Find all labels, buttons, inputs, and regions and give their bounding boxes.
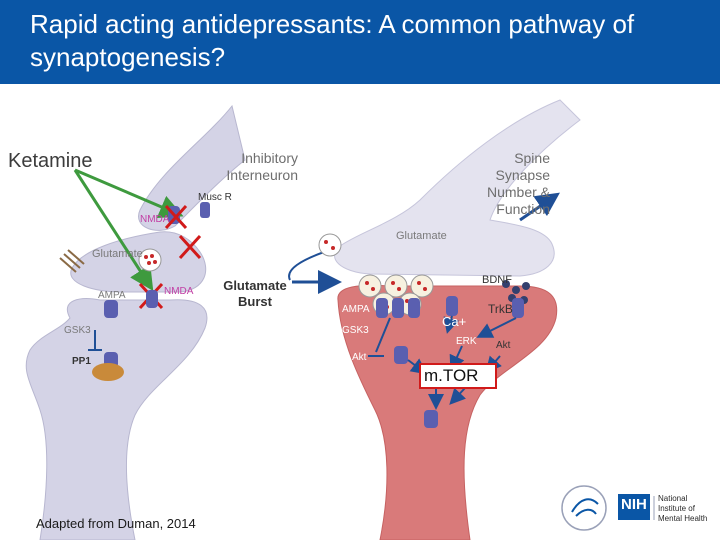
left-presynaptic-terminal	[70, 231, 207, 293]
spine-synapse-label: Spine Synapse Number & Function	[486, 150, 550, 217]
nih-logo	[561, 485, 655, 531]
nmda-receptor-right	[446, 296, 458, 316]
trkb-label: TrkB	[488, 302, 513, 316]
ketamine-label: Ketamine	[8, 150, 93, 172]
cross-mark-top	[164, 204, 188, 230]
ampa-left-label: AMPA	[98, 290, 126, 301]
nmda-left-label: NMDA	[164, 286, 194, 297]
bdnf-label: BDNF	[482, 274, 512, 286]
ca-arrow	[443, 315, 459, 334]
mtor-box	[419, 363, 497, 389]
glutamate-right-label: Glutamate	[396, 230, 447, 242]
mtor-label: m.TOR	[424, 366, 479, 385]
glutamate-burst-label: Glutamate Burst	[223, 278, 287, 309]
slide-title: Rapid acting antidepressants: A common p…	[30, 9, 635, 72]
spine-synapse-arrow	[519, 192, 560, 222]
ampa-receptor-right-2	[392, 298, 404, 318]
nmda-receptor-left	[146, 290, 158, 308]
musc-r-label: Musc R	[198, 192, 232, 203]
mtor-down-arrow	[449, 387, 467, 405]
left-channel	[59, 249, 85, 273]
ampa-receptor-right-3	[408, 298, 420, 318]
ampa-receptor-right-1	[376, 298, 388, 318]
ampa-receptor-left	[104, 300, 118, 318]
source-credit: Adapted from Duman, 2014	[36, 516, 196, 531]
ketamine-line-to-nmda-top	[74, 168, 184, 218]
cross-mark-middle	[178, 234, 202, 260]
left-glutamate-vesicle	[138, 248, 162, 272]
nmda-top-label: NMDA	[140, 214, 170, 225]
musc-r-receptor	[200, 202, 210, 218]
trkb-to-erk-arrow	[476, 317, 517, 338]
pp1-enzyme	[92, 363, 124, 381]
slide-header: Rapid acting antidepressants: A common p…	[0, 0, 720, 84]
akt-receptor	[394, 346, 408, 364]
ca-label: Ca+	[442, 314, 467, 329]
gsk3-right-arrow	[375, 317, 391, 353]
akt-left-label: Akt	[352, 352, 367, 363]
trkb-receptor	[512, 298, 524, 318]
pp1-label: PP1	[72, 356, 91, 367]
right-postsynaptic-neuron	[337, 284, 558, 540]
akt-right-label: Akt	[496, 340, 511, 351]
ampa-right-label: AMPA	[342, 304, 370, 315]
right-presynaptic-spine	[334, 99, 581, 277]
synapse-diagram	[0, 84, 720, 540]
nih-logo-text: NIH	[621, 496, 647, 513]
nih-institute-name: National Institute of Mental Health	[658, 494, 708, 523]
ketamine-line-to-nmda-left	[73, 169, 154, 292]
left-postsynaptic-neuron	[25, 298, 208, 540]
glutamate-left-label: Glutamate	[92, 248, 143, 260]
hhs-eagle-icon	[561, 485, 607, 531]
gsk3-left-label: GSK3	[64, 325, 91, 336]
inserted-ampa-receptor	[424, 410, 438, 428]
erk-label: ERK	[456, 336, 477, 347]
inhibitory-interneuron-label: Inhibitory Interneuron	[226, 150, 298, 183]
gsk3-right-label: GSK3	[342, 325, 369, 336]
